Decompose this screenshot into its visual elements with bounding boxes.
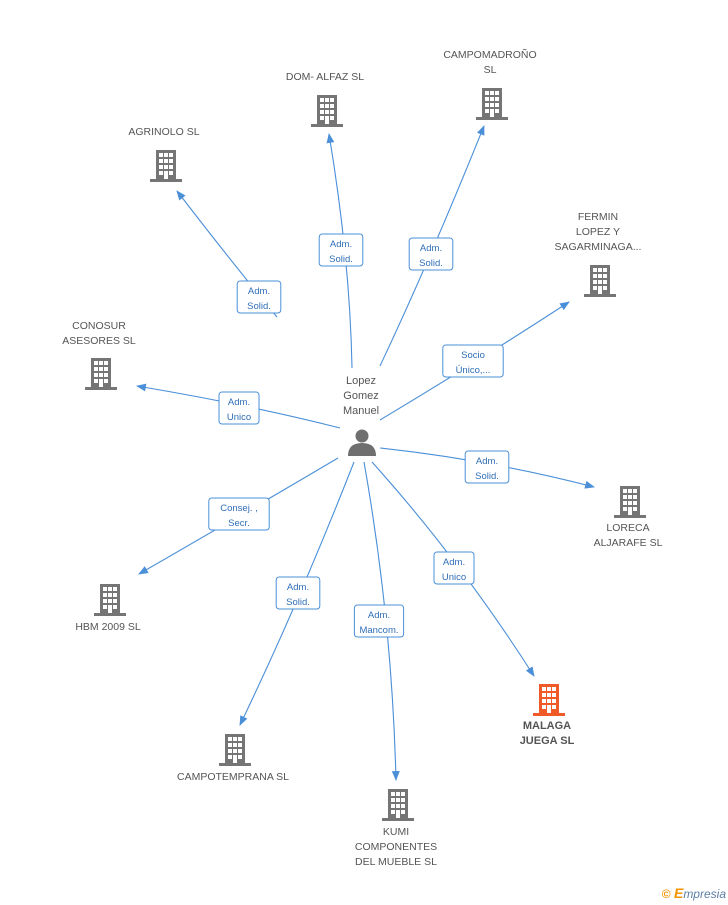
company-name[interactable]: AGRINOLO SL: [128, 126, 199, 138]
company-name[interactable]: CONOSUR ASESORES SL: [62, 320, 136, 347]
relation-label-kumi[interactable]: Adm. Mancom.: [353, 604, 405, 638]
relation-label-text: Solid.: [419, 258, 443, 269]
company-name[interactable]: CAMPOMADROÑO SL: [443, 48, 536, 76]
relation-label-text: Adm.: [228, 397, 250, 408]
company-name[interactable]: DOM- ALFAZ SL: [286, 71, 364, 83]
relation-label-dom-alfaz[interactable]: Adm. Solid.: [318, 233, 364, 267]
relation-label-text: Adm.: [420, 243, 442, 254]
company-name-line: SL: [484, 64, 497, 76]
company-name-line: KUMI: [383, 826, 409, 838]
building-icon: [614, 486, 646, 518]
company-node-malaga-juega[interactable]: MALAGA JUEGA SL: [520, 684, 575, 747]
copyright-icon: ©: [661, 887, 671, 901]
relation-label-loreca[interactable]: Adm. Solid.: [464, 450, 510, 484]
building-icon: [382, 789, 414, 821]
company-name[interactable]: MALAGA JUEGA SL: [520, 720, 575, 747]
relation-label-box: [464, 450, 510, 484]
company-name-line: CAMPOMADROÑO: [443, 48, 536, 61]
building-icon: [476, 88, 508, 120]
company-name[interactable]: HBM 2009 SL: [75, 621, 141, 633]
company-name-line: JUEGA SL: [520, 735, 575, 747]
relation-label-fermin-lopez[interactable]: SocioÚnico,...: [442, 344, 504, 378]
relation-label-text: Único,...: [456, 365, 491, 376]
company-node-dom-alfaz[interactable]: DOM- ALFAZ SL: [286, 71, 364, 127]
company-name-line: ASESORES SL: [62, 335, 136, 347]
building-icon: [85, 358, 117, 390]
company-name-line: HBM 2009 SL: [75, 621, 141, 633]
relation-label-text: Solid.: [329, 254, 353, 265]
company-node-loreca[interactable]: LORECA ALJARAFE SL: [594, 486, 663, 549]
relation-label-text: Adm.: [443, 557, 465, 568]
company-node-campotemprana[interactable]: CAMPOTEMPRANA SL: [177, 734, 289, 783]
company-name-line: MALAGA: [523, 720, 571, 732]
relation-label-box: [318, 233, 364, 267]
company-name-line: COMPONENTES: [355, 841, 437, 853]
relation-label-text: Secr.: [228, 518, 250, 529]
company-name-line: AGRINOLO SL: [128, 126, 199, 138]
relation-label-campotemprana[interactable]: Adm. Solid.: [275, 576, 321, 610]
relation-label-text: Adm.: [330, 239, 352, 250]
company-name-line: CONOSUR: [72, 320, 126, 332]
relation-label-text: Adm.: [368, 610, 390, 621]
person-icon: [348, 429, 376, 456]
relation-label-box: [353, 604, 405, 638]
relation-label-text: Unico: [442, 572, 466, 583]
person-name-line: Lopez: [346, 375, 376, 387]
company-name-line: FERMIN: [578, 211, 618, 223]
company-node-conosur[interactable]: CONOSUR ASESORES SL: [62, 320, 136, 390]
building-icon: [150, 150, 182, 182]
relation-label-text: Mancom.: [359, 625, 398, 636]
company-node-agrinolo[interactable]: AGRINOLO SL: [128, 126, 200, 182]
company-name-line: DOM- ALFAZ SL: [286, 71, 364, 83]
relation-label-box: [275, 576, 321, 610]
relation-label-conosur[interactable]: Adm. Unico: [218, 391, 260, 425]
relation-label-text: Adm.: [476, 456, 498, 467]
relation-label-text: Consej. ,: [220, 503, 258, 514]
relation-label-text: Socio: [461, 350, 485, 361]
relation-label-box: [218, 391, 260, 425]
relation-label-text: Solid.: [247, 301, 271, 312]
company-node-hbm-2009[interactable]: HBM 2009 SL: [75, 584, 141, 633]
relation-label-box: [208, 497, 270, 531]
building-icon: [533, 684, 565, 716]
person-name-line: Manuel: [343, 405, 379, 417]
company-name-line: LOPEZ Y: [576, 226, 620, 238]
company-name[interactable]: FERMIN LOPEZ Y SAGARMINAGA...: [555, 211, 642, 253]
company-name-line: CAMPOTEMPRANA SL: [177, 771, 289, 783]
company-name[interactable]: KUMI COMPONENTES DEL MUEBLE SL: [355, 826, 437, 868]
relation-label-box: [408, 237, 454, 271]
building-icon: [219, 734, 251, 766]
relation-label-campomadrono[interactable]: Adm. Solid.: [408, 237, 454, 271]
relation-label-text: Adm.: [287, 582, 309, 593]
brand-logo-initial: E: [673, 885, 684, 901]
relation-label-agrinolo[interactable]: Adm. Solid.: [236, 280, 282, 314]
relation-label-box: [442, 344, 504, 378]
relation-label-malaga-juega[interactable]: Adm. Unico: [433, 551, 475, 585]
company-node-fermin-lopez[interactable]: FERMIN LOPEZ Y SAGARMINAGA...: [555, 211, 642, 297]
relation-label-box: [236, 280, 282, 314]
brand-footer: © Empresia: [662, 885, 726, 901]
person-name-line: Gomez: [343, 390, 378, 402]
building-icon: [584, 265, 616, 297]
relation-label-box: [433, 551, 475, 585]
company-node-campomadrono[interactable]: CAMPOMADROÑO SL: [443, 48, 537, 120]
relation-label-hbm-2009[interactable]: Consej. , Secr.: [208, 497, 270, 531]
relation-label-text: Solid.: [286, 597, 310, 608]
company-name[interactable]: CAMPOTEMPRANA SL: [177, 771, 289, 783]
company-name[interactable]: LORECA ALJARAFE SL: [594, 522, 663, 549]
company-name-line: DEL MUEBLE SL: [355, 856, 437, 868]
company-name-line: LORECA: [606, 522, 649, 534]
relation-label-text: Adm.: [248, 286, 270, 297]
company-name-line: ALJARAFE SL: [594, 537, 663, 549]
building-icon: [94, 584, 126, 616]
relation-label-text: Solid.: [475, 471, 499, 482]
relation-label-text: Unico: [227, 412, 251, 423]
company-node-kumi[interactable]: KUMI COMPONENTES DEL MUEBLE SL: [355, 789, 437, 868]
building-icon: [311, 95, 343, 127]
company-name-line: SAGARMINAGA...: [555, 241, 642, 253]
brand-logo-text: mpresia: [683, 887, 726, 901]
